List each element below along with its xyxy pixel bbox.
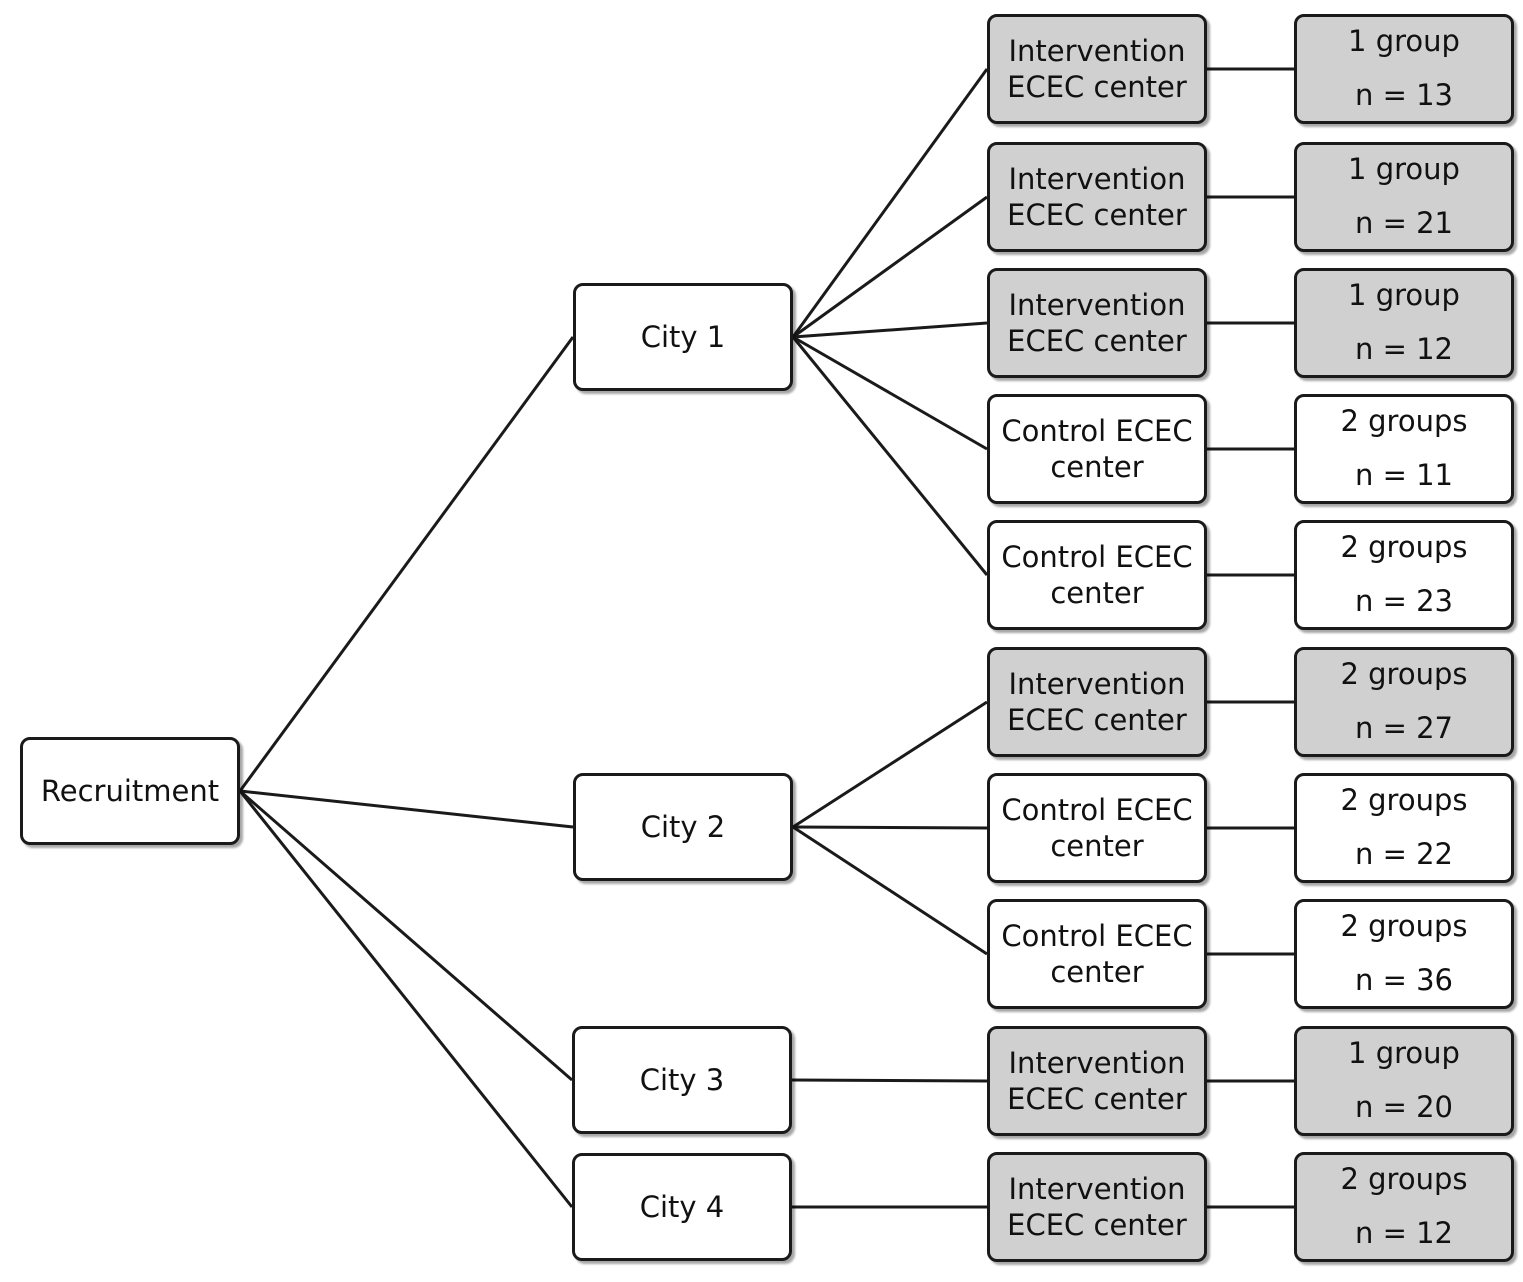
connector-city-center (792, 335, 988, 451)
sample-size-label: n = 12 (1354, 1215, 1454, 1250)
group-count-box: 2 groups n = 23 (1294, 520, 1514, 630)
center-label-line1: Intervention (1008, 1045, 1186, 1080)
center-label-line1: Intervention (1008, 287, 1186, 322)
group-count-label: 1 group (1348, 1036, 1460, 1070)
connector-city-center (791, 1078, 988, 1083)
center-label-line2: ECEC center (1007, 1208, 1187, 1242)
city-label: City 3 (639, 1062, 725, 1097)
center-label-line2: center (1050, 576, 1144, 610)
center-label-line2: center (1050, 955, 1144, 989)
sample-size-label: n = 20 (1354, 1089, 1454, 1124)
center-label-line1: Control ECEC (1001, 918, 1193, 953)
city-box-3: City 3 (572, 1026, 792, 1134)
sample-size-label: n = 36 (1354, 962, 1454, 997)
connector-city-center (791, 68, 989, 338)
center-label-line2: ECEC center (1007, 198, 1187, 232)
center-label-line1: Control ECEC (1001, 539, 1193, 574)
group-count-box: 1 group n = 13 (1294, 14, 1514, 124)
group-count-label: 2 groups (1340, 404, 1468, 438)
group-count-label: 1 group (1348, 278, 1460, 312)
group-count-box: 2 groups n = 22 (1294, 773, 1514, 883)
group-count-box: 1 group n = 20 (1294, 1026, 1514, 1136)
connector-city-center (792, 700, 988, 829)
group-count-label: 2 groups (1340, 783, 1468, 817)
center-label-line1: Intervention (1008, 666, 1186, 701)
connector-recruitment-city-3 (239, 789, 573, 1082)
city-box-1: City 1 (573, 283, 793, 391)
sample-size-label: n = 22 (1354, 836, 1454, 871)
connector-recruitment-city-2 (239, 789, 574, 829)
connector-recruitment-city-1 (238, 336, 575, 792)
group-count-label: 2 groups (1340, 657, 1468, 691)
recruitment-label: Recruitment (40, 773, 220, 808)
center-label-line1: Control ECEC (1001, 792, 1193, 827)
city-label: City 4 (639, 1189, 725, 1224)
center-label-line1: Intervention (1008, 161, 1186, 196)
group-count-box: 1 group n = 21 (1294, 142, 1514, 252)
group-count-box: 2 groups n = 36 (1294, 899, 1514, 1009)
center-label-line1: Control ECEC (1001, 413, 1193, 448)
sample-size-label: n = 27 (1354, 710, 1454, 745)
group-count-label: 2 groups (1340, 1162, 1468, 1196)
center-label-line2: ECEC center (1007, 703, 1187, 737)
group-count-box: 1 group n = 12 (1294, 268, 1514, 378)
center-label-line2: ECEC center (1007, 1082, 1187, 1116)
connector-city-center (792, 825, 988, 830)
connector-city-center (791, 336, 989, 576)
group-count-label: 2 groups (1340, 530, 1468, 564)
center-label-line2: ECEC center (1007, 70, 1187, 104)
sample-size-label: n = 21 (1354, 205, 1454, 240)
sample-size-label: n = 12 (1354, 331, 1454, 366)
sample-size-label: n = 11 (1354, 457, 1454, 492)
connector-city-center (792, 321, 988, 339)
connector-city-center (792, 195, 988, 339)
sample-size-label: n = 13 (1354, 77, 1454, 112)
center-label-line1: Intervention (1008, 33, 1186, 68)
city-label: City 1 (640, 319, 726, 354)
connector-recruitment-city-4 (238, 790, 574, 1208)
city-box-2: City 2 (573, 773, 793, 881)
connector-city-center (792, 825, 988, 956)
city-label: City 2 (640, 809, 726, 844)
group-count-label: 1 group (1348, 24, 1460, 58)
group-count-label: 2 groups (1340, 909, 1468, 943)
city-box-4: City 4 (572, 1153, 792, 1261)
recruitment-box: Recruitment (20, 737, 240, 845)
center-label-line2: center (1050, 829, 1144, 863)
group-count-box: 2 groups n = 11 (1294, 394, 1514, 504)
sample-size-label: n = 23 (1354, 583, 1454, 618)
center-label-line2: center (1050, 450, 1144, 484)
group-count-box: 2 groups n = 27 (1294, 647, 1514, 757)
group-count-box: 2 groups n = 12 (1294, 1152, 1514, 1262)
center-label-line1: Intervention (1008, 1171, 1186, 1206)
group-count-label: 1 group (1348, 152, 1460, 186)
center-label-line2: ECEC center (1007, 324, 1187, 358)
